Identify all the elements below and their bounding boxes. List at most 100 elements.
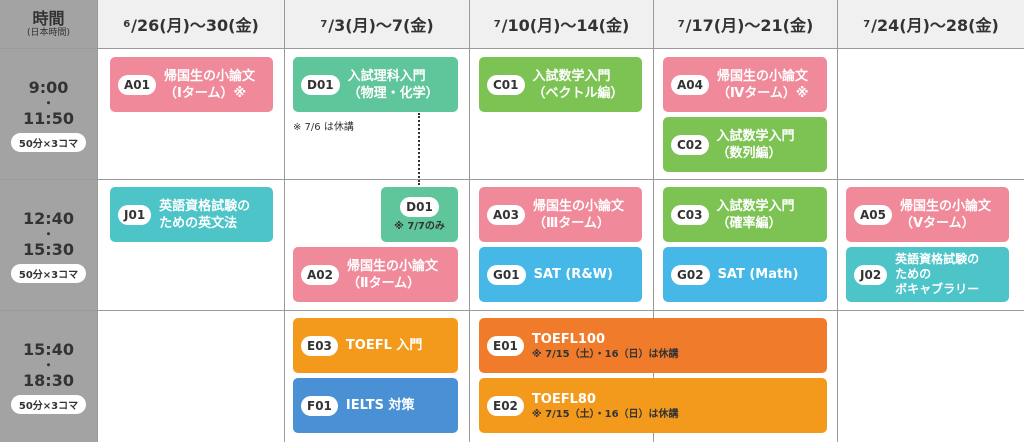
course-text: 英語資格試験の ための ボキャブラリー [895,252,979,297]
week-range: /24(月)～28(金) [871,16,999,35]
course-G02[interactable]: G02 SAT (Math) [663,247,827,302]
course-subtitle: （確率編） [716,215,782,231]
course-title: TOEFL80 [531,391,596,407]
course-code: A03 [487,204,525,225]
time-slot-1: 9:00 ・ 11:50 50分×3コマ [0,49,97,179]
slot-duration-pill: 50分×3コマ [10,395,87,414]
course-A03[interactable]: A03 帰国生の小論文 （Ⅲターム） [479,187,642,242]
week-header-4: 7/17(月)～21(金) [654,0,837,48]
week-month: 7 [493,18,501,30]
course-code: J01 [118,204,152,225]
course-text: 入試数学入門 （ベクトル編） [533,68,624,102]
course-code: C02 [671,134,709,155]
course-A04[interactable]: A04 帰国生の小論文 （Ⅳターム）※ [663,57,827,112]
course-F01[interactable]: F01 IELTS 対策 [293,378,458,433]
column-divider [837,0,838,442]
slot-start: 9:00 [28,77,69,97]
course-J01[interactable]: J01 英語資格試験の ための英文法 [110,187,273,242]
course-note: ※ 7/7のみ [394,220,445,232]
row-divider [0,179,1024,180]
course-text: TOEFL80 ※ 7/15（土）・16（日）は休講 [532,391,679,421]
course-G01[interactable]: G01 SAT (R&W) [479,247,642,302]
course-A01[interactable]: A01 帰国生の小論文 （Ⅰターム）※ [110,57,273,112]
course-C03[interactable]: C03 入試数学入門 （確率編） [663,187,827,242]
course-subtitle: （Ⅳターム）※ [717,85,809,101]
course-text: 入試理科入門 （物理・化学） [348,68,439,102]
slot-end: 11:50 [23,108,74,128]
course-subtitle: （Ⅴターム） [900,215,975,231]
course-title: 帰国生の小論文 [347,258,439,274]
course-subtitle: （数列編） [716,145,782,161]
course-title: 英語資格試験の [159,198,251,214]
row-divider [0,310,1024,311]
course-C01[interactable]: C01 入試数学入門 （ベクトル編） [479,57,642,112]
week-range: /3(月)～7(金) [328,16,434,35]
course-text: 帰国生の小論文 （Ⅲターム） [533,198,624,232]
course-title: IELTS 対策 [345,398,415,413]
course-text: 入試数学入門 （確率編） [717,198,795,232]
course-title: 帰国生の小論文 [533,198,625,214]
course-D01[interactable]: D01 入試理科入門 （物理・化学） [293,57,458,112]
course-text: 帰国生の小論文 （Ⅴターム） [900,198,991,232]
course-text: 帰国生の小論文 （Ⅳターム）※ [717,68,809,102]
course-title: SAT (R&W) [533,267,613,282]
slot-duration-pill: 50分×3コマ [10,263,87,283]
row-divider [0,48,1024,49]
week-month: 6 [123,18,131,30]
course-code: F01 [301,395,338,416]
slot-separator: ・ [42,226,55,241]
course-E03[interactable]: E03 TOEFL 入門 [293,318,458,373]
course-code: D01 [301,74,340,95]
course-subtitle: （Ⅲターム） [533,215,610,231]
course-subtitle: （ベクトル編） [532,85,624,101]
course-A05[interactable]: A05 帰国生の小論文 （Ⅴターム） [846,187,1009,242]
course-C02[interactable]: C02 入試数学入門 （数列編） [663,117,827,172]
course-code: E02 [487,395,524,416]
week-range: /26(月)～30(金) [131,16,259,35]
slot-end: 15:30 [23,239,74,259]
course-subtitle: （Ⅰターム）※ [164,85,247,101]
course-code: A01 [118,74,156,95]
week-month: 7 [677,18,685,30]
course-title: 入試数学入門 [716,128,795,144]
course-subtitle-2: ボキャブラリー [895,282,980,296]
column-divider [469,0,470,442]
course-code: D01 [400,196,439,217]
week-month: 7 [320,18,328,30]
course-text: TOEFL100 ※ 7/15（土）・16（日）は休講 [532,331,679,361]
header-time-cell: 時間 (日本時間) [0,0,97,48]
course-D01-extra[interactable]: D01 ※ 7/7のみ [381,187,458,242]
course-text: 帰国生の小論文 （Ⅰターム）※ [164,68,255,102]
column-divider [284,0,285,442]
course-subtitle: （物理・化学） [347,85,439,101]
slot-duration-pill: 50分×3コマ [10,132,87,152]
course-code: E03 [301,335,338,356]
course-subtitle: ための [895,267,932,281]
time-header-subtitle: (日本時間) [26,27,71,38]
course-note: ※ 7/15（土）・16（日）は休講 [531,408,679,420]
slot-start: 15:40 [23,340,74,359]
d01-cancel-note: ※ 7/6 は休講 [293,122,354,133]
course-code: C01 [487,74,525,95]
course-text: 帰国生の小論文 （Ⅱターム） [347,258,438,292]
course-E02[interactable]: E02 TOEFL80 ※ 7/15（土）・16（日）は休講 [479,378,827,433]
course-code: A02 [301,264,339,285]
course-title: SAT (Math) [717,267,799,282]
course-text: 入試数学入門 （数列編） [717,128,795,162]
course-A02[interactable]: A02 帰国生の小論文 （Ⅱターム） [293,247,458,302]
d01-connector-line [418,113,420,185]
slot-separator: ・ [42,358,55,372]
course-note: ※ 7/15（土）・16（日）は休講 [531,348,679,360]
week-header-5: 7/24(月)～28(金) [838,0,1024,48]
course-title: 英語資格試験の [895,252,980,266]
slot-end: 18:30 [23,371,74,390]
week-header-3: 7/10(月)～14(金) [470,0,653,48]
course-title: 帰国生の小論文 [900,198,992,214]
column-divider [97,0,98,442]
course-title: TOEFL100 [531,331,606,347]
course-J02[interactable]: J02 英語資格試験の ための ボキャブラリー [846,247,1009,302]
course-code: E01 [487,335,524,356]
course-title: 入試理科入門 [347,68,426,84]
course-E01[interactable]: E01 TOEFL100 ※ 7/15（土）・16（日）は休講 [479,318,827,373]
